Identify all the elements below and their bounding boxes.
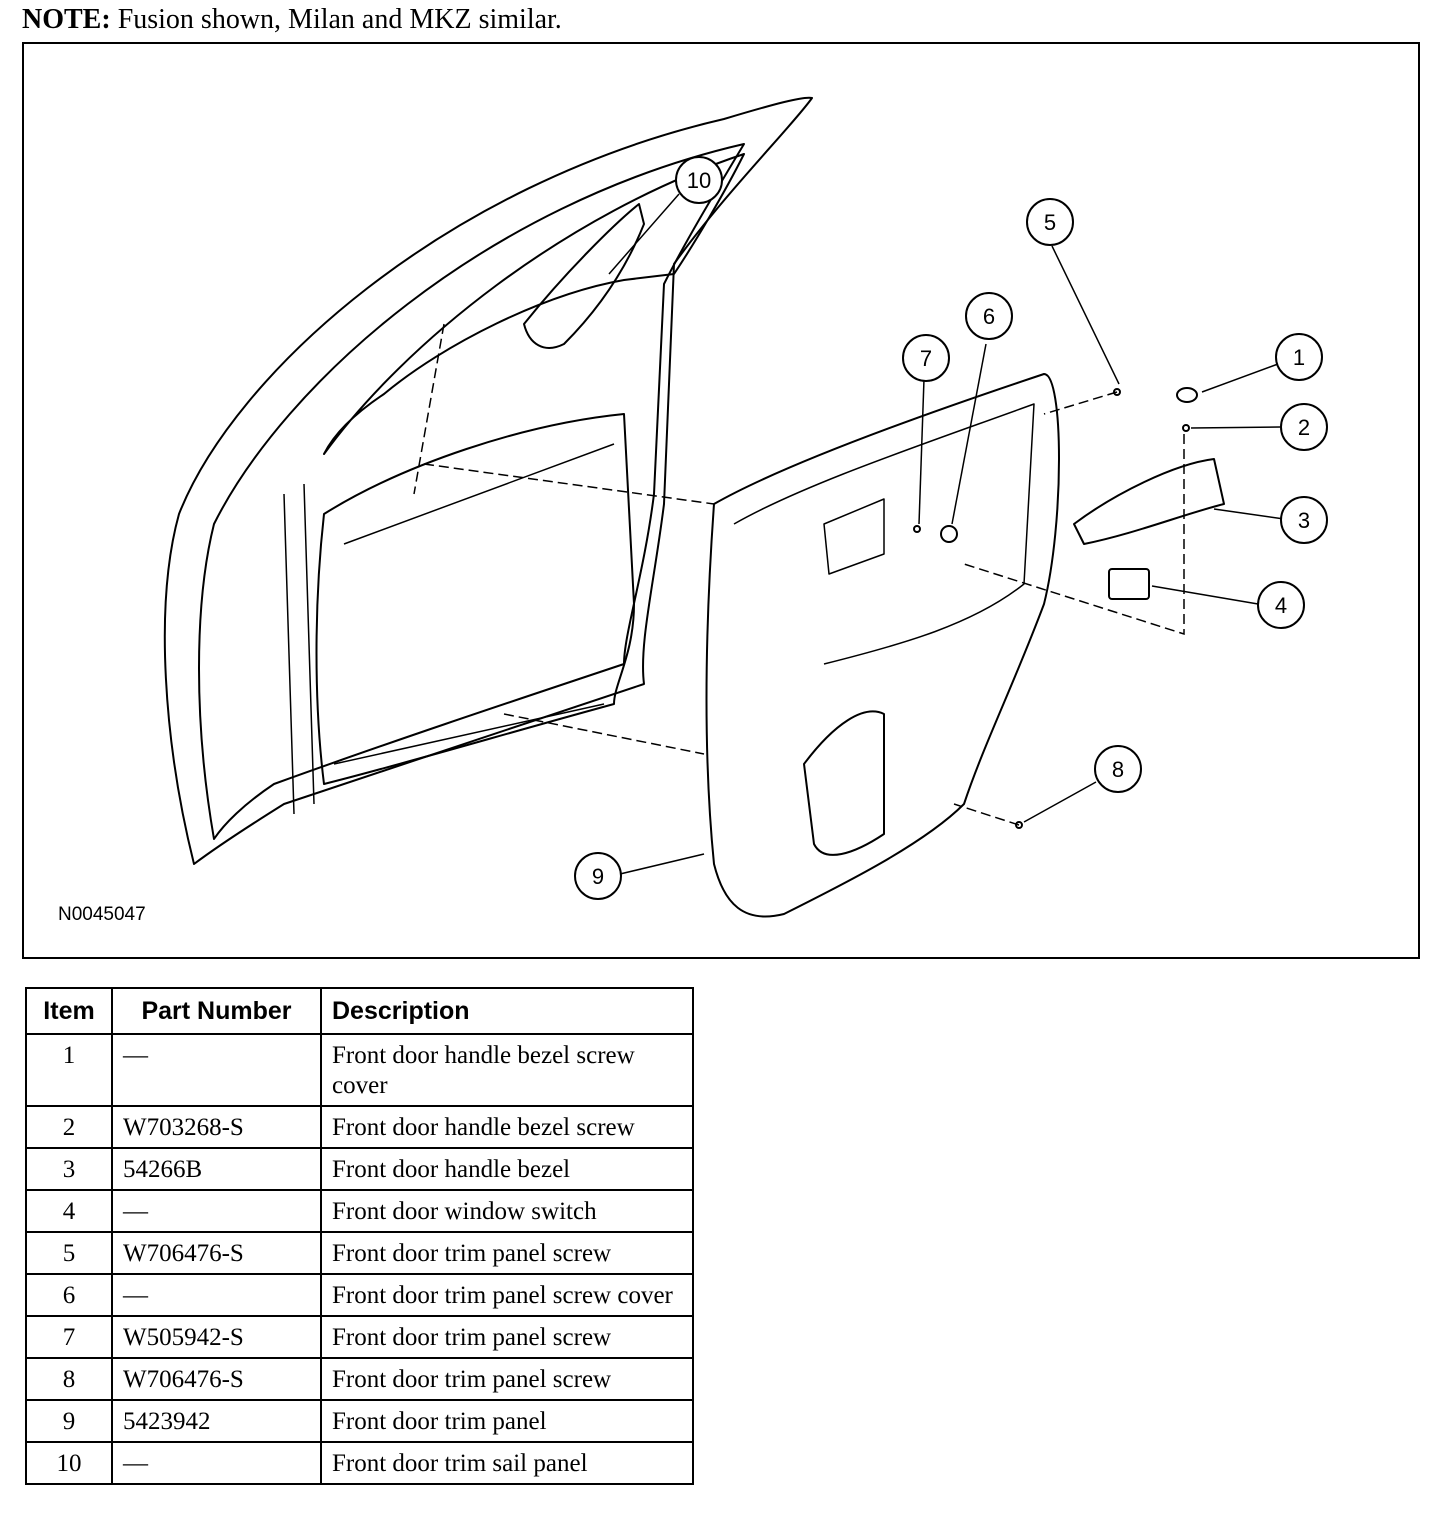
cell-item: 4 (25, 1189, 113, 1233)
callout-1: 1 (1275, 333, 1323, 381)
window-opening (323, 153, 745, 455)
table-row: 1 — Front door handle bezel screw cover (25, 1033, 694, 1107)
door-frame-outline (163, 96, 813, 865)
handle-bezel (1073, 458, 1225, 545)
cell-item: 5 (25, 1231, 113, 1275)
callout-3: 3 (1280, 496, 1328, 544)
parts-table: Item Part Number Description 1 — Front d… (25, 987, 694, 1485)
callout-6: 6 (965, 292, 1013, 340)
cell-description: Front door window switch (320, 1189, 694, 1233)
cell-description: Front door trim panel screw (320, 1231, 694, 1275)
door-trim-diagram: 1 2 3 4 5 6 7 8 9 10 (163, 96, 1328, 918)
bezel-screw (1182, 424, 1190, 432)
callout-7: 7 (902, 334, 950, 382)
svg-text:4: 4 (1275, 593, 1287, 618)
table-row: 9 5423942 Front door trim panel (25, 1399, 694, 1443)
cell-description: Front door handle bezel screw (320, 1105, 694, 1149)
callout-2: 2 (1280, 403, 1328, 451)
svg-text:6: 6 (983, 304, 995, 329)
table-row: 5 W706476-S Front door trim panel screw (25, 1231, 694, 1275)
cell-part-number: — (111, 1189, 322, 1233)
trim-panel (705, 373, 1060, 918)
table-row: 7 W505942-S Front door trim panel screw (25, 1315, 694, 1359)
header-item: Item (25, 987, 113, 1035)
cell-part-number: W706476-S (111, 1231, 322, 1275)
svg-text:5: 5 (1044, 210, 1056, 235)
callout-5: 5 (1026, 198, 1074, 246)
trim-screw-cover (940, 525, 958, 543)
svg-text:1: 1 (1293, 345, 1305, 370)
trim-screw-lower (1015, 821, 1023, 829)
cell-part-number: 54266B (111, 1147, 322, 1191)
window-switch (1108, 568, 1150, 600)
trim-screw-upper (1113, 388, 1121, 396)
callouts: 1 2 3 4 5 6 7 8 9 10 (574, 156, 1328, 900)
figure-id: N0045047 (58, 904, 146, 925)
cell-part-number: W703268-S (111, 1105, 322, 1149)
cell-item: 7 (25, 1315, 113, 1359)
header-part-number: Part Number (111, 987, 322, 1035)
callout-8: 8 (1094, 745, 1142, 793)
svg-text:7: 7 (920, 346, 932, 371)
table-row: 3 54266B Front door handle bezel (25, 1147, 694, 1191)
svg-text:9: 9 (592, 864, 604, 889)
callout-10: 10 (675, 156, 723, 204)
table-row: 2 W703268-S Front door handle bezel scre… (25, 1105, 694, 1149)
cell-item: 1 (25, 1033, 113, 1107)
cell-description: Front door trim panel screw (320, 1315, 694, 1359)
cell-part-number: — (111, 1033, 322, 1107)
cell-description: Front door trim panel screw (320, 1357, 694, 1401)
note: NOTE: Fusion shown, Milan and MKZ simila… (22, 4, 562, 36)
exploded-view-figure: 1 2 3 4 5 6 7 8 9 10 N0045047 (22, 42, 1420, 959)
table-row: 6 — Front door trim panel screw cover (25, 1273, 694, 1317)
cell-item: 9 (25, 1399, 113, 1443)
svg-text:10: 10 (687, 168, 711, 193)
callout-9: 9 (574, 852, 622, 900)
cell-part-number: W505942-S (111, 1315, 322, 1359)
cell-part-number: — (111, 1441, 322, 1485)
note-label: NOTE: (22, 4, 111, 35)
table-row: 8 W706476-S Front door trim panel screw (25, 1357, 694, 1401)
inner-panel-cutout (315, 413, 635, 785)
callout-4: 4 (1257, 581, 1305, 629)
cell-description: Front door handle bezel (320, 1147, 694, 1191)
cell-description: Front door trim panel (320, 1399, 694, 1443)
svg-text:3: 3 (1298, 508, 1310, 533)
table-row: 4 — Front door window switch (25, 1189, 694, 1233)
door-frame-inner (198, 143, 745, 840)
table-row: 10 — Front door trim sail panel (25, 1441, 694, 1485)
cell-item: 10 (25, 1441, 113, 1485)
sail-panel (523, 203, 645, 349)
table-header-row: Item Part Number Description (25, 987, 694, 1035)
header-description: Description (320, 987, 694, 1035)
bezel-screw-cover (1176, 387, 1198, 403)
svg-text:2: 2 (1298, 415, 1310, 440)
cell-item: 6 (25, 1273, 113, 1317)
cell-part-number: W706476-S (111, 1357, 322, 1401)
cell-description: Front door trim sail panel (320, 1441, 694, 1485)
cell-description: Front door trim panel screw cover (320, 1273, 694, 1317)
note-text: Fusion shown, Milan and MKZ similar. (117, 4, 562, 35)
cell-part-number: 5423942 (111, 1399, 322, 1443)
trim-screw-small (913, 525, 921, 533)
cell-part-number: — (111, 1273, 322, 1317)
cell-item: 3 (25, 1147, 113, 1191)
cell-item: 8 (25, 1357, 113, 1401)
cell-description: Front door handle bezel screw cover (320, 1033, 694, 1107)
svg-text:8: 8 (1112, 757, 1124, 782)
cell-item: 2 (25, 1105, 113, 1149)
